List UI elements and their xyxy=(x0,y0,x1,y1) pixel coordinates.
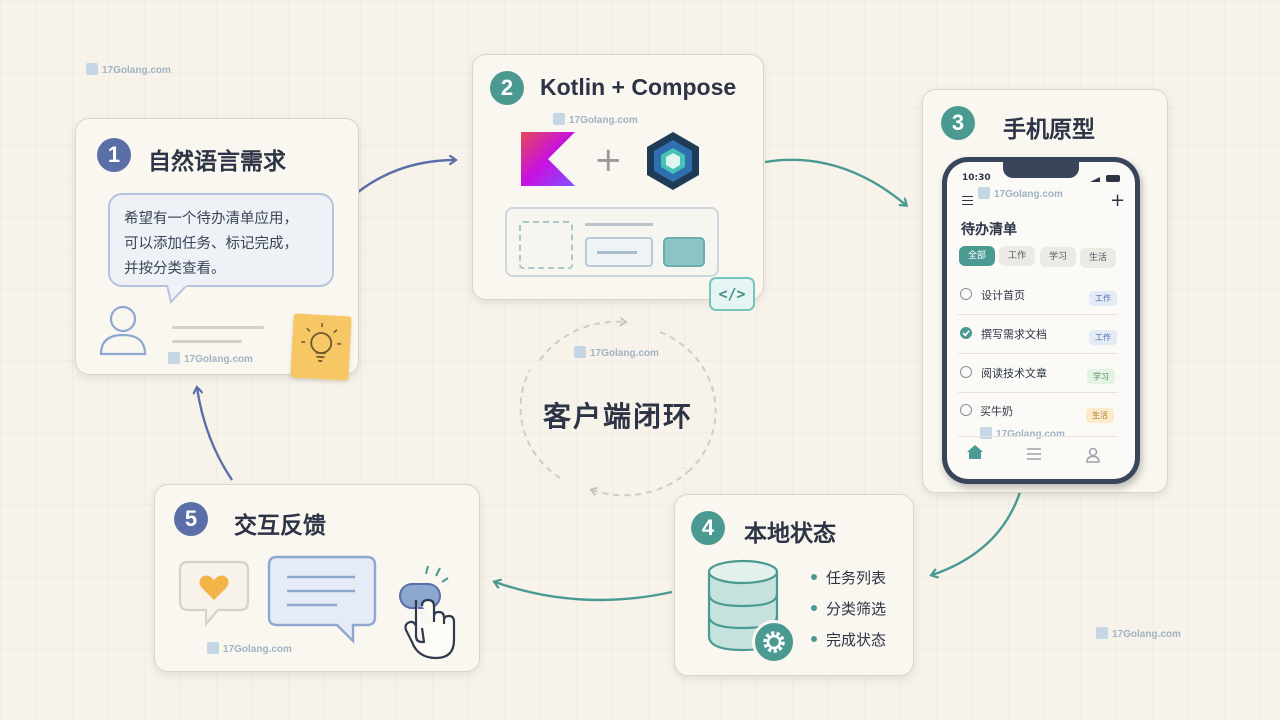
requirement-speech-bubble: 希望有一个待办清单应用， 可以添加任务、标记完成， 并按分类查看。 xyxy=(108,193,334,287)
jetpack-compose-logo-icon xyxy=(647,132,699,190)
bullet-dot xyxy=(811,574,817,580)
step-badge-2: 2 xyxy=(490,71,524,105)
lightbulb-icon xyxy=(301,322,342,362)
task-tag: 学习 xyxy=(1087,369,1115,384)
watermark: 17Golang.com xyxy=(207,642,292,655)
bullet-dot xyxy=(811,636,817,642)
task-text: 设计首页 xyxy=(981,289,1025,302)
step-badge-1: 1 xyxy=(97,138,131,172)
divider xyxy=(958,353,1118,354)
watermark: 17Golang.com xyxy=(978,187,1063,200)
chat-bubble-icon xyxy=(267,555,377,644)
tap-hand-icon xyxy=(399,565,456,660)
settings-gear-icon xyxy=(752,620,796,664)
task-checkbox-checked[interactable] xyxy=(960,327,972,339)
filter-chip-all[interactable]: 全部 xyxy=(959,246,995,266)
arrow-1-to-2 xyxy=(357,160,455,193)
requirement-line: 希望有一个待办清单应用， xyxy=(124,211,298,227)
text-placeholder-line xyxy=(172,340,242,343)
task-checkbox[interactable] xyxy=(960,404,972,416)
bullet-dot xyxy=(811,605,817,611)
task-text: 买牛奶 xyxy=(980,405,1013,418)
task-checkbox[interactable] xyxy=(960,288,972,300)
step-title-3: 手机原型 xyxy=(1003,117,1095,143)
text-placeholder-line xyxy=(172,326,264,329)
state-item: 任务列表 xyxy=(826,569,887,587)
list-icon[interactable] xyxy=(1026,447,1042,461)
divider xyxy=(958,436,1118,437)
placeholder-line xyxy=(585,223,653,226)
arrow-2-to-3 xyxy=(764,158,906,205)
plus-icon: + xyxy=(594,140,623,180)
step-badge-3: 3 xyxy=(941,106,975,140)
home-icon[interactable] xyxy=(966,444,984,460)
requirement-line: 并按分类查看。 xyxy=(124,261,226,277)
filter-chip-life[interactable]: 生活 xyxy=(1080,248,1116,268)
user-icon xyxy=(99,305,147,356)
task-tag: 生活 xyxy=(1086,408,1114,423)
speech-tail xyxy=(166,285,188,305)
sticky-note xyxy=(290,313,352,381)
watermark: 17Golang.com xyxy=(1096,627,1181,640)
step-title-2: Kotlin + Compose xyxy=(540,74,737,100)
state-item: 完成状态 xyxy=(826,631,887,649)
watermark: 17Golang.com xyxy=(574,346,659,359)
status-icons xyxy=(1090,174,1124,182)
placeholder-field xyxy=(585,237,653,267)
requirement-line: 可以添加任务、标记完成， xyxy=(124,236,298,252)
task-text: 阅读技术文章 xyxy=(981,367,1047,380)
ui-mockup-panel xyxy=(505,207,719,277)
placeholder-button xyxy=(663,237,705,267)
placeholder-image-box xyxy=(519,221,573,269)
divider xyxy=(958,314,1118,315)
phone-notch xyxy=(1003,162,1079,178)
arrow-5-to-1 xyxy=(197,388,233,481)
center-loop-right xyxy=(659,331,717,471)
arrow-3-to-4 xyxy=(932,491,1022,575)
center-loop-bottom xyxy=(592,469,691,497)
filter-chip-work[interactable]: 工作 xyxy=(999,246,1035,266)
status-time: 10:30 xyxy=(962,173,991,183)
arrow-4-to-5 xyxy=(495,582,673,602)
app-title: 待办清单 xyxy=(961,222,1017,238)
step-badge-5: 5 xyxy=(174,502,208,536)
watermark: 17Golang.com xyxy=(553,113,638,126)
task-tag: 工作 xyxy=(1089,330,1117,345)
watermark: 17Golang.com xyxy=(980,427,1065,440)
state-item: 分类筛选 xyxy=(826,600,887,618)
center-label: 客户端闭环 xyxy=(543,400,694,433)
task-checkbox[interactable] xyxy=(960,366,972,378)
step-title-4: 本地状态 xyxy=(744,521,836,547)
menu-icon[interactable] xyxy=(962,196,973,205)
kotlin-logo-icon xyxy=(521,132,575,186)
signal-icon xyxy=(1090,177,1100,182)
filter-chip-study[interactable]: 学习 xyxy=(1040,247,1076,267)
divider xyxy=(958,392,1118,393)
watermark: 17Golang.com xyxy=(86,63,171,76)
step-title-5: 交互反馈 xyxy=(234,513,326,539)
task-tag: 工作 xyxy=(1089,291,1117,306)
heart-message-icon xyxy=(178,560,250,627)
code-icon: </> xyxy=(709,277,755,311)
center-loop-top xyxy=(539,322,625,361)
battery-icon xyxy=(1106,175,1120,182)
step-title-1: 自然语言需求 xyxy=(148,149,286,175)
watermark: 17Golang.com xyxy=(168,352,253,365)
task-text: 撰写需求文档 xyxy=(981,328,1047,341)
step-badge-4: 4 xyxy=(691,511,725,545)
add-task-icon[interactable]: + xyxy=(1110,190,1126,211)
center-loop-left xyxy=(519,369,561,479)
profile-icon[interactable] xyxy=(1085,447,1101,463)
